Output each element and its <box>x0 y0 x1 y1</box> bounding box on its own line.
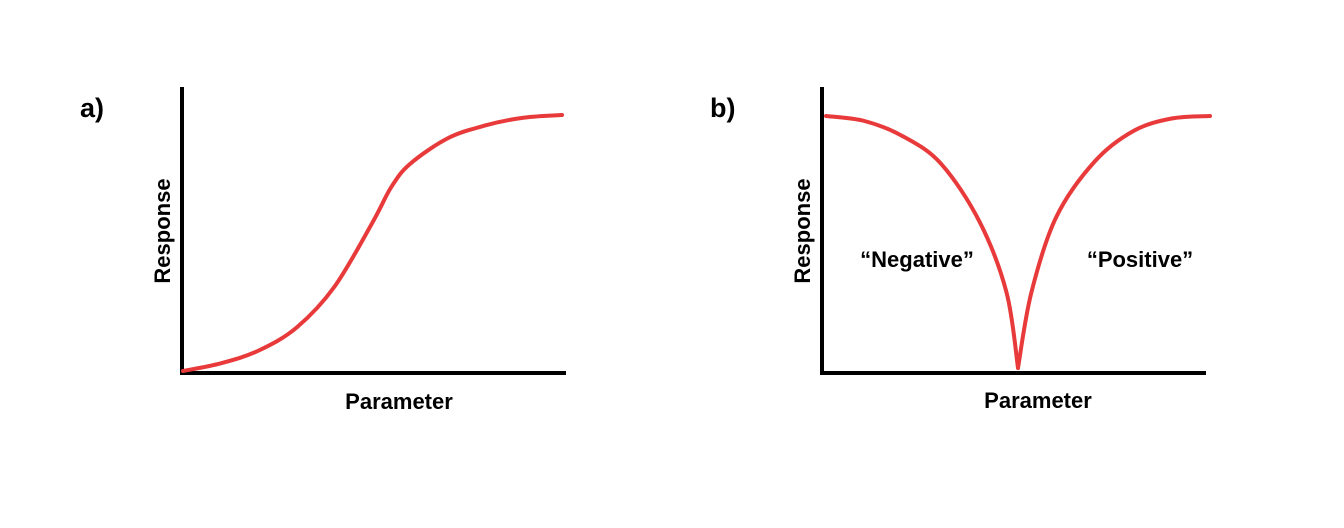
panel-b-annotation-positive: “Positive” <box>1087 247 1193 272</box>
panel-b: b) “Negative” “Positive” Parameter Respo… <box>710 87 1212 413</box>
panel-a-label: a) <box>80 93 104 123</box>
panel-b-annotation-negative: “Negative” <box>860 247 974 272</box>
panel-b-x-axis-label: Parameter <box>984 388 1092 413</box>
panel-a-y-axis-label: Response <box>150 178 175 283</box>
panel-a: a) Parameter Response <box>80 87 566 414</box>
panel-a-x-axis-label: Parameter <box>345 389 453 414</box>
panel-b-y-axis-label: Response <box>790 178 815 283</box>
panel-b-label: b) <box>710 93 735 123</box>
panel-b-series-line <box>824 114 1212 370</box>
panel-a-series-line <box>181 113 564 373</box>
